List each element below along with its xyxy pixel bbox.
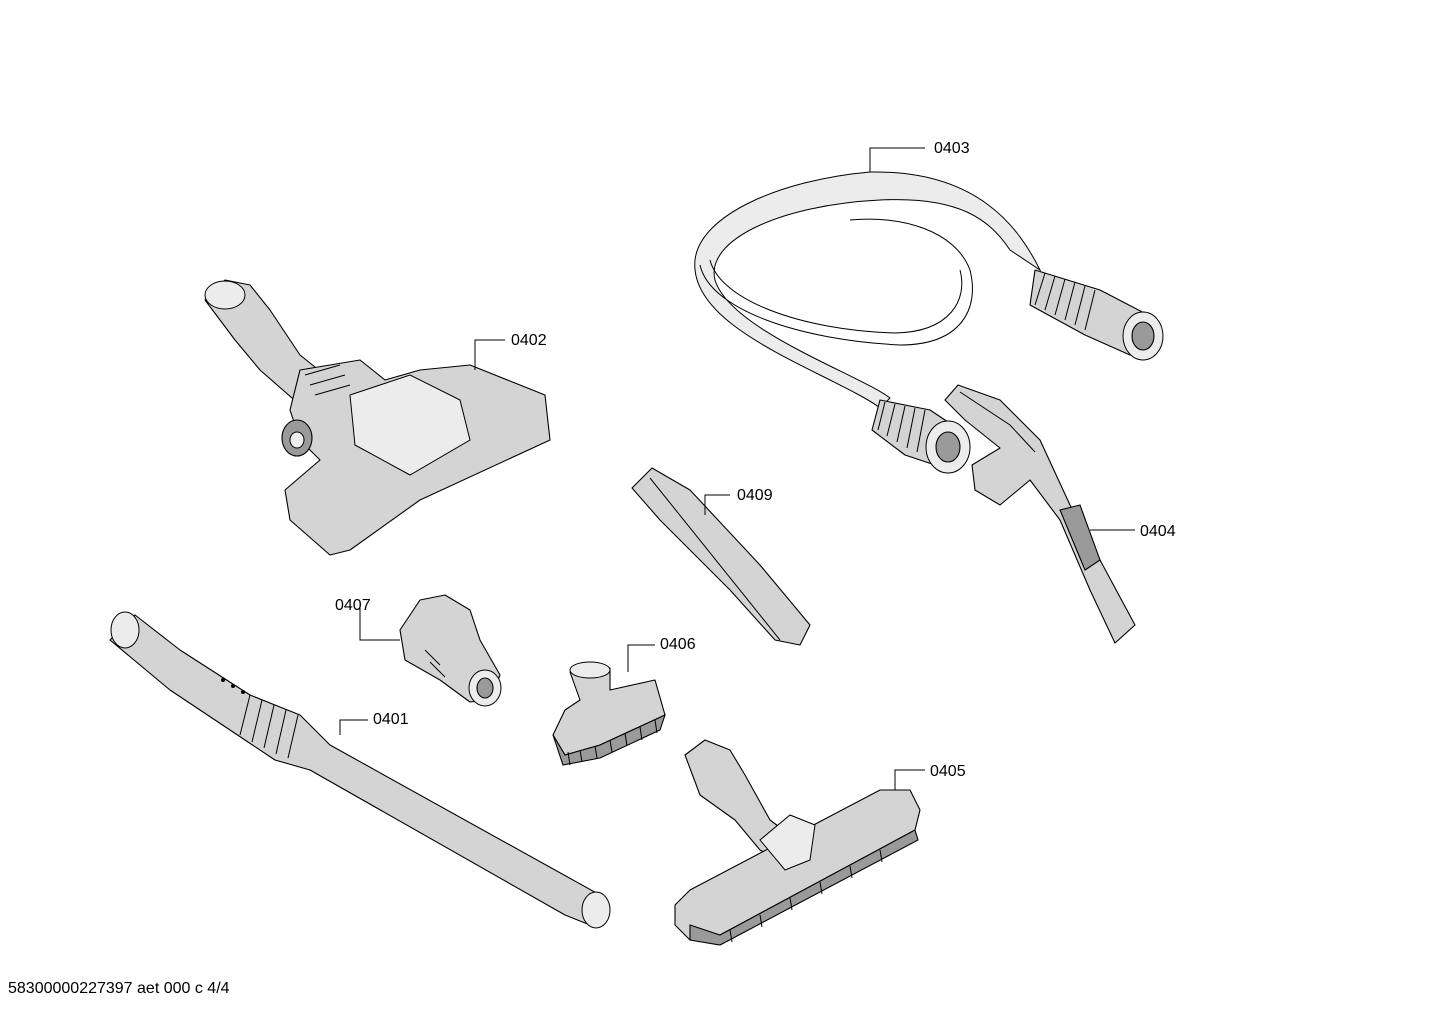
callout-0404: 0404 xyxy=(1140,523,1176,540)
callout-0406: 0406 xyxy=(660,636,696,653)
callout-0403: 0403 xyxy=(934,140,970,157)
leader-lines xyxy=(339,147,1135,790)
hose-part[interactable] xyxy=(694,171,1164,474)
callout-0401: 0401 xyxy=(373,711,409,728)
tube-part[interactable] xyxy=(109,611,611,929)
callout-0405: 0405 xyxy=(930,763,966,780)
holder-part[interactable] xyxy=(399,594,502,707)
handle-part[interactable] xyxy=(944,384,1136,644)
turbo-brush-part[interactable] xyxy=(204,279,551,556)
upholstery-brush-part[interactable] xyxy=(552,661,666,766)
callout-0407: 0407 xyxy=(335,597,371,614)
crevice-tool-part[interactable] xyxy=(631,467,811,646)
callout-0409: 0409 xyxy=(737,487,773,504)
callout-0402: 0402 xyxy=(511,332,547,349)
document-footer: 58300000227397 aet 000 c 4/4 xyxy=(8,980,230,997)
floor-nozzle-part[interactable] xyxy=(674,739,921,946)
